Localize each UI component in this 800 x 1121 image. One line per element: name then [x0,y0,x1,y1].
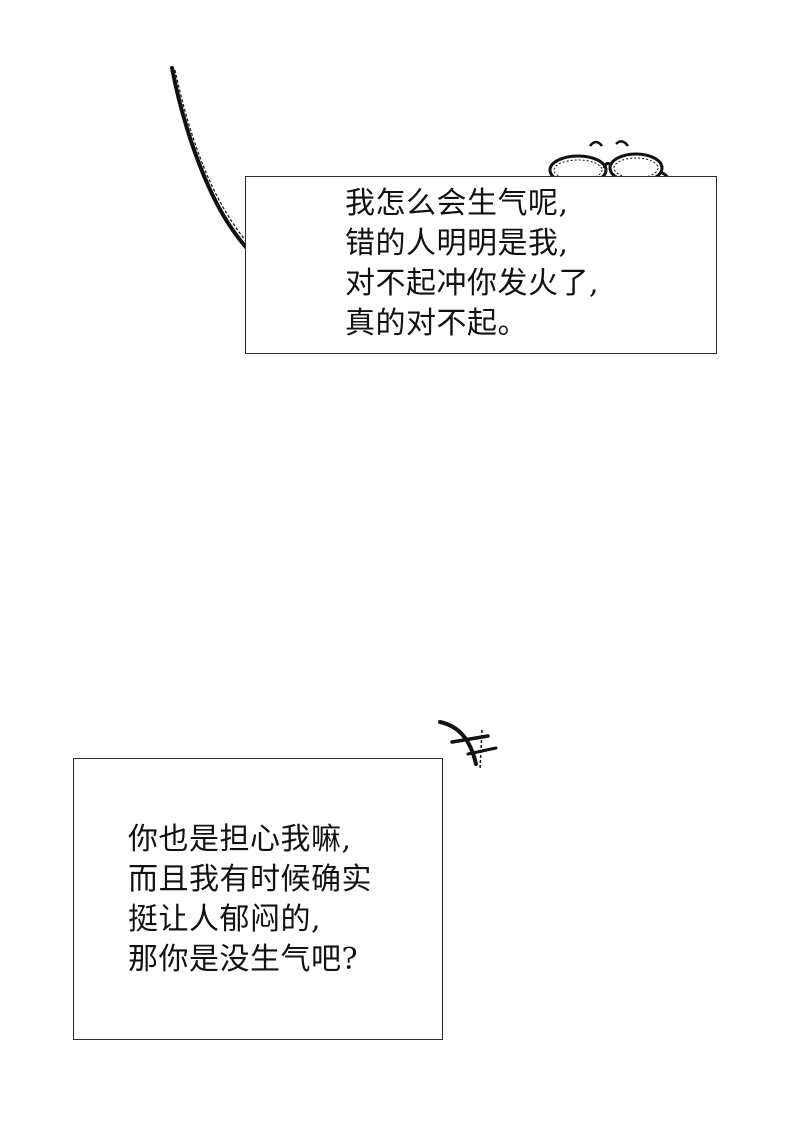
caption-top-line-1: 我怎么会生气呢, [345,186,569,221]
caption-box-top [245,176,717,354]
caption-text-top: 我怎么会生气呢, 错的人明明是我, 对不起冲你发火了, 真的对不起。 [345,184,599,344]
caption-bottom-line-4: 那你是没生气吧? [128,942,359,977]
caption-box-bottom [73,758,443,1040]
caption-top-line-2: 错的人明明是我, [345,226,569,261]
caption-top-line-4: 真的对不起。 [345,306,528,341]
caption-text-bottom: 你也是担心我嘛, 而且我有时候确实 挺让人郁闷的, 那你是没生气吧? [128,820,372,980]
caption-bottom-line-1: 你也是担心我嘛, [128,822,352,857]
anger-mark-sketch [438,720,498,771]
caption-bottom-line-3: 挺让人郁闷的, [128,902,322,937]
caption-top-line-3: 对不起冲你发火了, [345,266,600,301]
caption-bottom-line-2: 而且我有时候确实 [128,862,372,897]
